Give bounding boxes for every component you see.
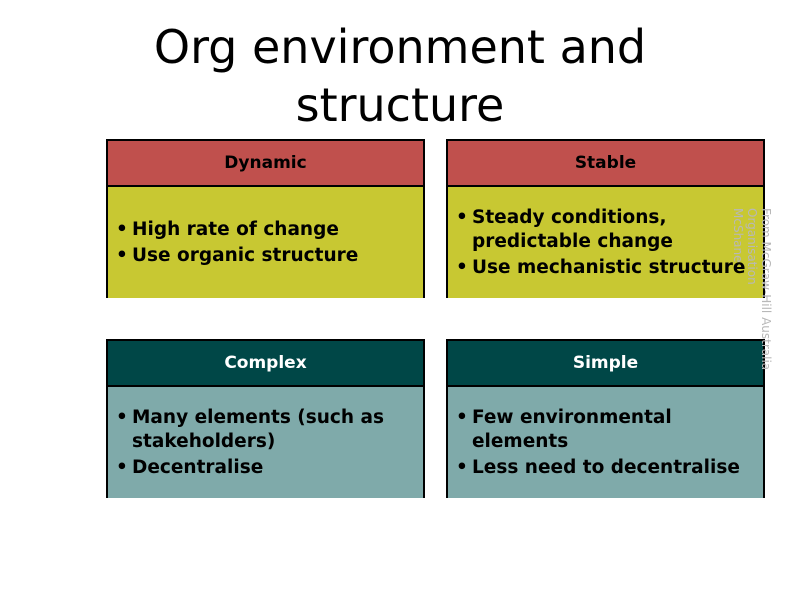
side-note-line-1: From McGraw-Hill Australia (759, 208, 773, 371)
slide-title: Org environment and structure (0, 18, 800, 134)
bullet-item: Many elements (such as stakeholders) (116, 406, 415, 454)
side-note: From McGraw-Hill Australia Organisation … (727, 208, 773, 448)
card-stable: Stable Steady conditions, predictable ch… (446, 139, 765, 298)
bullet-item: Use organic structure (116, 244, 415, 268)
bullet-item: Less need to decentralise (456, 456, 755, 480)
card-dynamic-body: High rate of change Use organic structur… (108, 187, 423, 298)
card-complex-bullets: Many elements (such as stakeholders) Dec… (116, 404, 415, 482)
card-dynamic: Dynamic High rate of change Use organic … (106, 139, 425, 298)
card-simple-bullets: Few environmental elements Less need to … (456, 404, 755, 482)
card-dynamic-bullets: High rate of change Use organic structur… (116, 216, 415, 270)
bullet-item: High rate of change (116, 218, 415, 242)
card-simple: Simple Few environmental elements Less n… (446, 339, 765, 498)
side-note-text: From McGraw-Hill Australia Organisation … (731, 208, 773, 370)
bullet-item: Use mechanistic structure (456, 256, 755, 280)
side-note-line-3: McShane (731, 208, 745, 263)
card-simple-header: Simple (448, 341, 763, 387)
slide-title-line-2: structure (295, 78, 505, 132)
bullet-item: Few environmental elements (456, 406, 755, 454)
card-stable-body: Steady conditions, predictable change Us… (448, 187, 763, 298)
card-complex-header: Complex (108, 341, 423, 387)
slide-title-line-1: Org environment and (153, 20, 647, 74)
bullet-item: Steady conditions, predictable change (456, 206, 755, 254)
side-note-line-2: Organisation (745, 208, 759, 285)
card-dynamic-header: Dynamic (108, 141, 423, 187)
card-complex-body: Many elements (such as stakeholders) Dec… (108, 387, 423, 498)
card-complex: Complex Many elements (such as stakehold… (106, 339, 425, 498)
card-simple-body: Few environmental elements Less need to … (448, 387, 763, 498)
bullet-item: Decentralise (116, 456, 415, 480)
card-stable-header: Stable (448, 141, 763, 187)
card-stable-bullets: Steady conditions, predictable change Us… (456, 204, 755, 282)
